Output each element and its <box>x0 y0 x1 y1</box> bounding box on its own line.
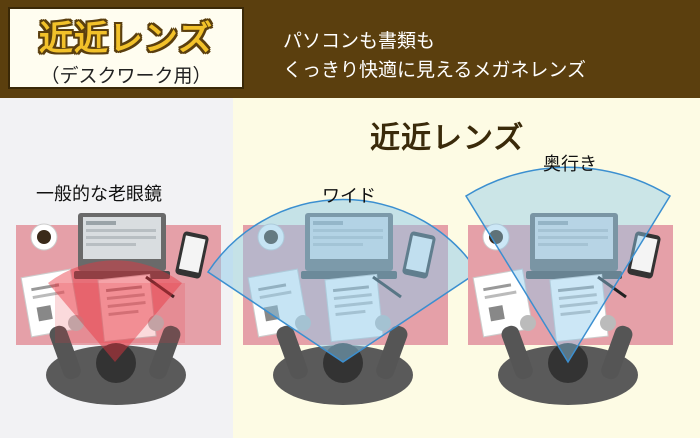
depth-label: 奥行き <box>543 154 597 175</box>
depth-desk-scene <box>464 166 675 407</box>
product-subtitle: （デスクワーク用） <box>40 65 212 87</box>
header-bar: 近近レンズ （デスクワーク用） パソコンも書類も くっきり快適に見えるメガネレン… <box>0 0 700 98</box>
tagline-line-1: パソコンも書類も <box>283 30 436 52</box>
standard-desk-scene <box>14 211 223 407</box>
wide-desk-scene <box>206 198 480 407</box>
standard-reading-glasses-label: 一般的な老眼鏡 <box>36 184 162 205</box>
title-box: 近近レンズ （デスクワーク用） <box>8 7 244 89</box>
product-title: 近近レンズ <box>38 19 214 59</box>
comparison-title: 近近レンズ <box>370 121 525 156</box>
wide-label: ワイド <box>322 186 376 207</box>
tagline-line-2: くっきり快適に見えるメガネレンズ <box>283 59 587 81</box>
